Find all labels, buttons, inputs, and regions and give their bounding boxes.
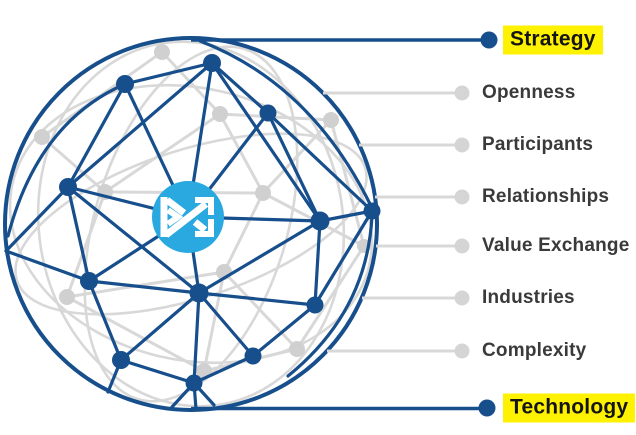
complexity-connector-dot — [454, 343, 470, 359]
label-connectors — [191, 31, 498, 417]
technology-connector-dot — [478, 399, 496, 417]
label-strategy-text: Strategy — [510, 27, 596, 51]
label-strategy: Strategy — [503, 25, 603, 55]
label-openness: Openness — [482, 82, 575, 104]
label-complexity-text: Complexity — [482, 340, 587, 361]
label-participants-text: Participants — [482, 134, 594, 155]
globe-back-network — [8, 40, 374, 408]
label-openness-text: Openness — [482, 82, 576, 103]
label-value-exchange: Value Exchange — [482, 235, 629, 257]
value-exchange-connector-dot — [454, 238, 470, 254]
strategy-connector-dot — [480, 31, 498, 49]
label-industries-text: Industries — [482, 287, 575, 308]
label-complexity: Complexity — [482, 340, 586, 362]
globe-front-network — [4, 39, 374, 411]
label-relationships-text: Relationships — [482, 186, 610, 207]
exchange-arrows-icon — [152, 181, 224, 253]
label-relationships: Relationships — [482, 186, 609, 208]
participants-connector-dot — [454, 137, 470, 153]
label-technology: Technology — [503, 393, 636, 423]
label-value-exchange-text: Value Exchange — [482, 235, 630, 256]
label-participants: Participants — [482, 134, 593, 156]
label-technology-text: Technology — [510, 395, 629, 419]
industries-connector-dot — [454, 290, 470, 306]
blue-network-nodes — [59, 54, 381, 392]
label-industries: Industries — [482, 287, 575, 309]
openness-connector-dot — [454, 85, 470, 101]
relationships-connector-dot — [454, 189, 470, 205]
